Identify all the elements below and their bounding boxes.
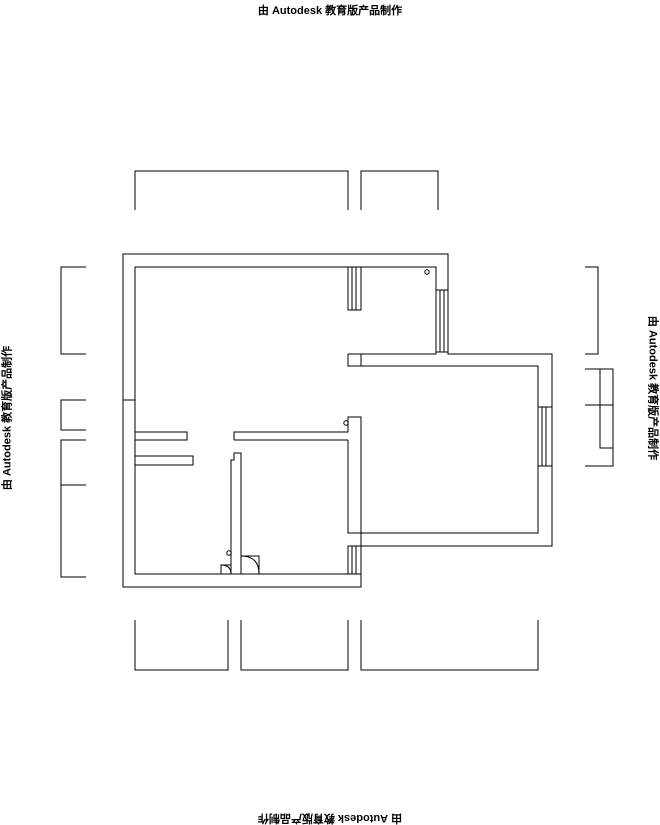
wall-stub-center-vertical: [230, 452, 242, 574]
wall-outer-upper: [122, 253, 553, 588]
watermark-top: 由 Autodesk 教育版产品制作: [257, 5, 403, 17]
door-swing-left: [220, 564, 232, 575]
dimension-brackets: [60, 170, 614, 671]
dimension-bracket-left-3: [60, 439, 86, 486]
wall-partition-left-1: [135, 431, 188, 441]
window-lower-divider: [347, 545, 362, 575]
wall-inner-top-left-room: [134, 266, 349, 400]
windows: [347, 266, 553, 575]
wall-stub-right-room: [348, 353, 361, 367]
dimension-bracket-bottom-2: [240, 620, 349, 671]
dimension-bracket-right-2: [585, 368, 614, 406]
dimension-bracket-left-4: [60, 484, 86, 578]
dimension-bracket-top-right: [360, 170, 439, 210]
fixtures: [220, 269, 430, 575]
wall-inner-right-room: [347, 354, 539, 546]
dimension-bracket-right-1: [585, 266, 599, 355]
window-upper-divider: [347, 266, 362, 311]
dimension-bracket-right-4: [585, 448, 614, 467]
dimension-bracket-right-4b: [599, 369, 614, 449]
wall-partition-left-2: [135, 455, 194, 466]
door-swing-right: [240, 555, 260, 575]
dimension-bracket-top-left: [134, 170, 349, 210]
wall-inner-top-right-room: [360, 266, 437, 366]
window-upper-right: [435, 289, 449, 353]
walls: [122, 253, 553, 588]
window-right-room: [537, 406, 553, 467]
dimension-bracket-left-2: [60, 399, 86, 431]
dimension-bracket-bottom-3: [360, 620, 539, 671]
wall-partition-center: [233, 416, 362, 534]
fixture-circle-upper-right: [424, 269, 430, 275]
dimension-bracket-right-3: [585, 404, 614, 467]
fixture-circle-center: [343, 420, 349, 426]
dimension-bracket-bottom-1: [134, 620, 229, 671]
dimension-bracket-left-1: [60, 266, 86, 355]
fixture-circle-lower: [226, 550, 232, 556]
